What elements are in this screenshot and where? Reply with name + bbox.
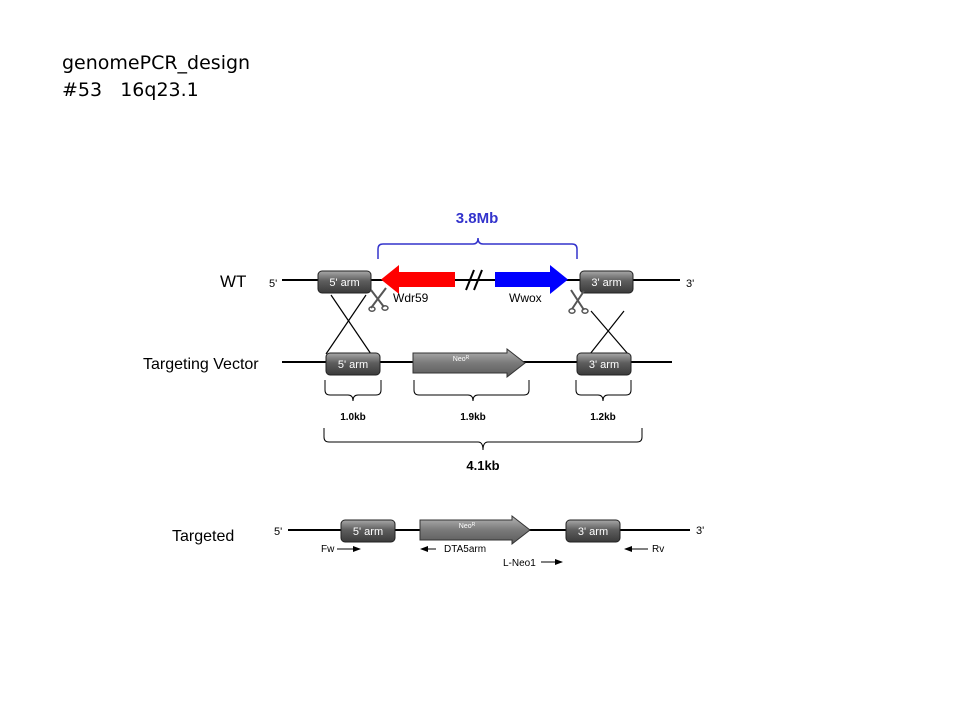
size-arm5-label: 1.0kb: [340, 412, 366, 423]
deletion-bracket: [377, 237, 578, 259]
wt-five-prime-label: 5': [269, 278, 277, 290]
wdr59-label: Wdr59: [393, 291, 429, 305]
primer-rv-label: Rv: [652, 544, 664, 555]
targeted-5-arm-label: 5' arm: [353, 526, 383, 538]
targeted-3-arm-label: 3' arm: [578, 526, 608, 538]
wt-3-arm-box: 3' arm: [579, 270, 634, 294]
scissors-icon: [568, 289, 589, 314]
targeted-row: Targeted 5' 3' 5' arm NeoR 3' arm Fw DTA…: [172, 514, 704, 569]
wt-5-arm-box: 5' arm: [317, 270, 372, 294]
wt-row: WT 5' 3' 5' arm 3' arm Wdr59 Wwox: [220, 210, 694, 314]
brace-total: [323, 428, 643, 451]
size-total-label: 4.1kb: [466, 458, 499, 473]
targeted-three-prime-label: 3': [696, 525, 704, 537]
page-header: genomePCR_design #53 16q23.1: [62, 50, 250, 104]
vector-5-arm-box: 5' arm: [325, 352, 381, 376]
vector-label: Targeting Vector: [143, 356, 259, 373]
vector-3-arm-label: 3' arm: [589, 359, 619, 371]
vector-3-arm-box: 3' arm: [576, 352, 632, 376]
scissors-icon: [368, 287, 389, 312]
size-arm3-label: 1.2kb: [590, 412, 616, 423]
size-neo-label: 1.9kb: [460, 412, 486, 423]
targeted-5-arm-box: 5' arm: [340, 519, 396, 543]
wwox-label: Wwox: [509, 291, 542, 305]
wt-label: WT: [220, 272, 246, 291]
primer-lneo-label: L-Neo1: [503, 558, 536, 569]
wt-5-arm-label: 5' arm: [329, 277, 359, 289]
crossover-lines: [325, 294, 629, 355]
vector-5-arm-label: 5' arm: [338, 359, 368, 371]
primer-fw-label: Fw: [321, 544, 335, 555]
brace-neo: [413, 380, 530, 402]
targeted-label: Targeted: [172, 528, 234, 545]
vector-neo-label: NeoR: [453, 355, 470, 363]
page-title: genomePCR_design: [62, 52, 251, 74]
brace-arm3: [575, 380, 632, 402]
primer-dta-label: DTA5arm: [444, 544, 486, 555]
vector-row: Targeting Vector 5' arm NeoR 3' arm 1.0k…: [143, 347, 672, 473]
break-mark-icon: [465, 269, 483, 291]
targeted-neo-label: NeoR: [459, 522, 476, 530]
targeted-3-arm-box: 3' arm: [565, 519, 621, 543]
vector-neo-arrow: NeoR: [412, 347, 526, 379]
targeted-five-prime-label: 5': [274, 526, 282, 538]
wt-three-prime-label: 3': [686, 278, 694, 290]
wt-3-arm-label: 3' arm: [591, 277, 621, 289]
targeted-neo-arrow: NeoR: [419, 514, 531, 546]
wdr59-gene-arrow: [381, 265, 455, 294]
brace-arm5: [324, 380, 382, 402]
deletion-size-label: 3.8Mb: [456, 210, 499, 227]
page-subtitle: #53 16q23.1: [62, 79, 199, 101]
wwox-gene-arrow: [495, 265, 568, 294]
